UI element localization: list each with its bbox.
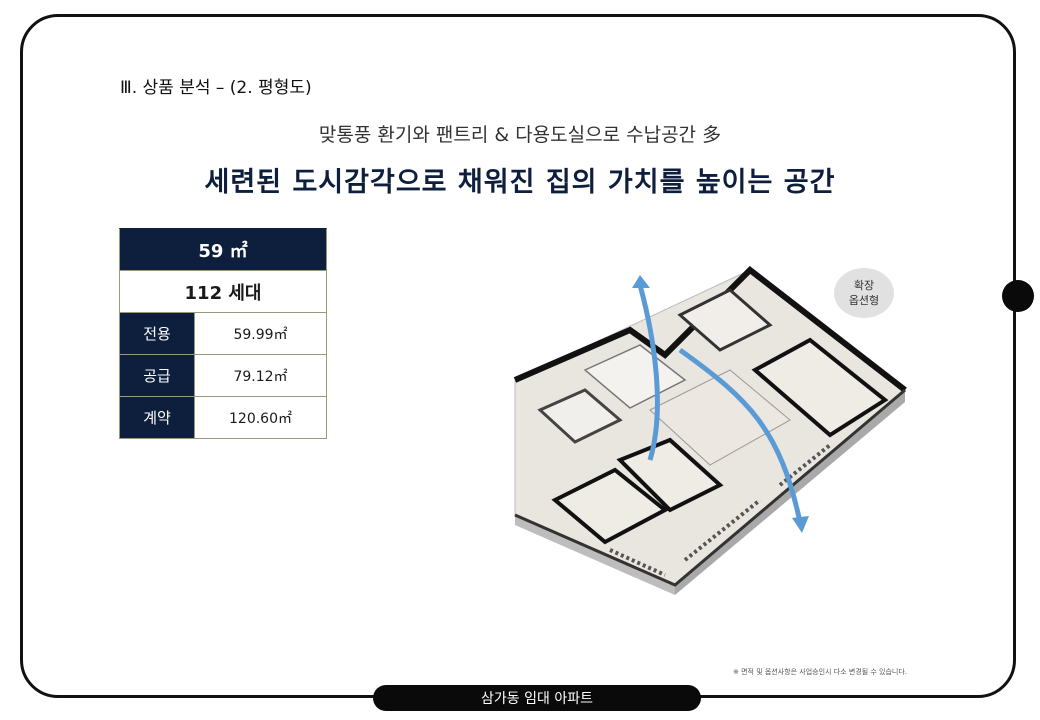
disclaimer-note: ※ 면적 및 옵션사항은 사업승인시 다소 변경될 수 있습니다. [733,668,908,676]
plan-outer-wall-front [514,388,906,587]
spec-type-row: 59 ㎡ [119,228,327,271]
plan-window [609,548,666,577]
spec-row-value: 79.12㎡ [233,368,288,385]
spec-row-value: 59.99㎡ [233,326,288,343]
footer-pill: 삼가동 임대 아파트 [373,685,701,711]
plan-side-left [515,515,675,595]
spec-row-label: 전용 [120,313,195,354]
unit-spec-table: 59 ㎡ 112 세대 전용 59.99㎡ 공급 79.12㎡ 계약 120.6… [119,228,327,439]
spec-row-label: 공급 [120,355,195,396]
isometric-floor-plan [513,266,907,595]
spec-row-supply: 공급 79.12㎡ [119,355,327,397]
plan-room-living [649,369,791,466]
plan-room-kitchen [583,344,687,409]
plan-side-right [675,390,905,595]
household-count: 112 세대 [184,282,262,304]
badge-line-2: 옵션형 [848,294,880,307]
ventilation-arrow [637,284,660,461]
plan-window [683,498,762,562]
spec-row-contract: 계약 120.60㎡ [119,397,327,439]
section-title: Ⅲ. 상품 분석 – (2. 평형도) [120,78,312,98]
expansion-option-badge: 확장 옵션형 [834,268,894,318]
plan-room-bedroom-1 [551,467,669,545]
plan-window [778,443,832,487]
spec-households-row: 112 세대 [119,271,327,313]
plan-room-master [751,337,889,438]
spec-row-exclusive: 전용 59.99㎡ [119,313,327,355]
plan-outer-wall [513,266,907,393]
spec-row-value: 120.60㎡ [229,410,292,427]
unit-type-label: 59 ㎡ [198,240,248,262]
frame-dot-marker [1002,280,1034,312]
ventilation-arrow-head [632,275,650,288]
plan-room-dress [677,288,773,352]
badge-line-1: 확장 [853,279,875,292]
spec-row-label: 계약 [120,397,195,438]
page-subtitle: 맞통풍 환기와 팬트리 & 다용도실으로 수납공간 多 [318,124,722,146]
page-headline: 세련된 도시감각으로 채워진 집의 가치를 높이는 공간 [204,167,836,198]
ventilation-arrow-head [792,516,809,533]
ventilation-arrow [678,347,803,523]
plan-room-bath [537,388,623,444]
